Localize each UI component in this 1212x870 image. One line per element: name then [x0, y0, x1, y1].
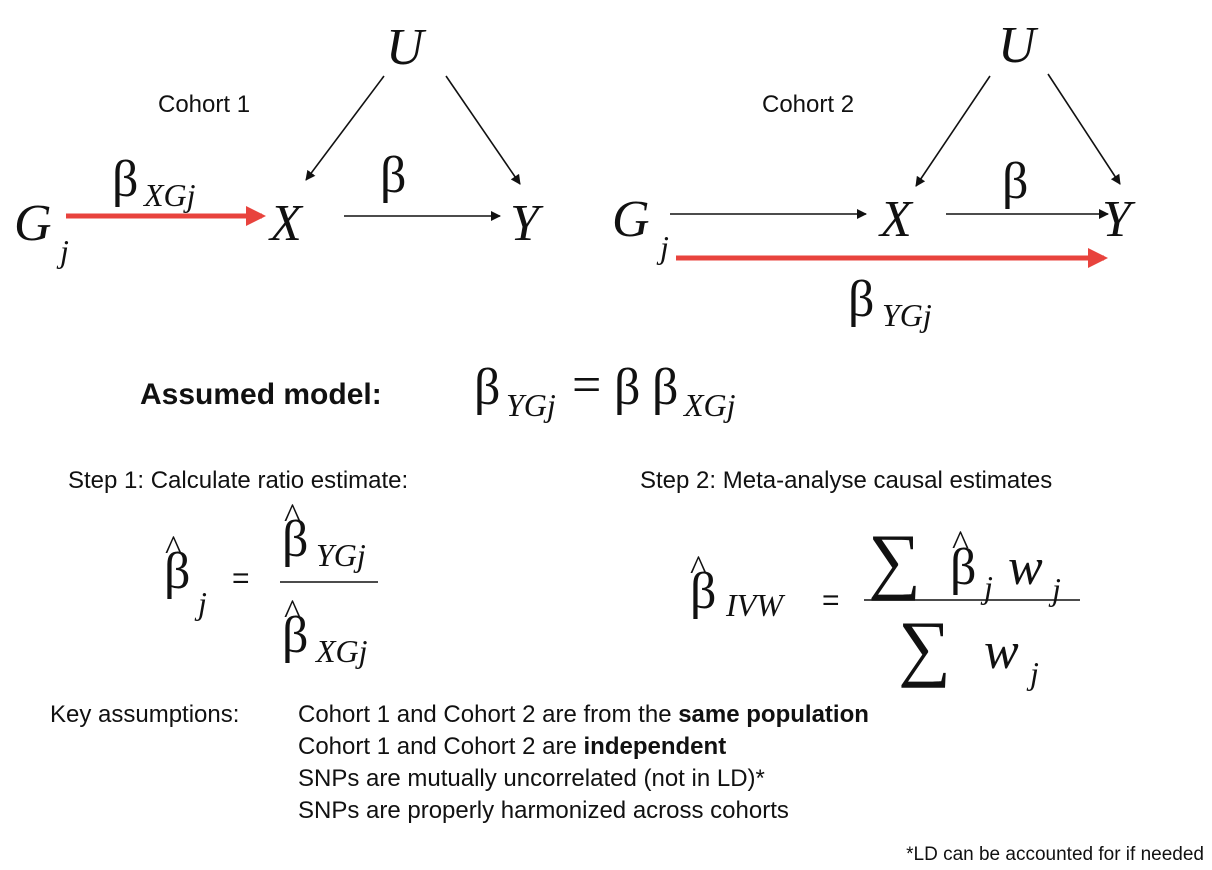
model-lhs-beta: β — [474, 359, 500, 416]
key-assumptions: Key assumptions: Cohort 1 and Cohort 2 a… — [50, 701, 1204, 865]
step2-den-w: w — [984, 623, 1019, 680]
cohort2-node-x: X — [878, 191, 914, 248]
step2-den-w-sub: j — [1026, 655, 1039, 691]
step2-equals: = — [822, 584, 840, 617]
cohort2-edge-u-y — [1047, 73, 1121, 185]
assumptions-label: Key assumptions: — [50, 701, 239, 728]
cohort2-node-u: U — [998, 17, 1039, 74]
model-equals: = — [572, 357, 601, 414]
assumption-item: SNPs are mutually uncorrelated (not in L… — [298, 765, 765, 792]
assumed-model-label: Assumed model: — [140, 378, 382, 411]
step1-lhs-beta: β — [164, 543, 190, 600]
cohort1-node-g-sub: j — [56, 233, 69, 269]
step2-den-sum: ∑ — [898, 607, 951, 689]
step1-lhs-hat: ^ — [165, 528, 182, 568]
cohort1-beta: β — [380, 147, 406, 204]
cohort1-label: Cohort 1 — [158, 91, 250, 118]
cohort1-node-u: U — [386, 19, 427, 76]
step2-num-beta-sub: j — [980, 569, 993, 605]
cohort2-label: Cohort 2 — [762, 91, 854, 118]
step2-section: Step 2: Meta-analyse causal estimates ^ … — [640, 467, 1080, 691]
cohort1-node-y: Y — [510, 195, 544, 252]
step1-equals: = — [232, 562, 250, 595]
cohort1-node-x: X — [268, 195, 304, 252]
assumption-item: SNPs are properly harmonized across coho… — [298, 797, 789, 824]
cohort1-beta-xg-sub: XGj — [142, 177, 196, 213]
model-rhs-beta-xg: β — [652, 359, 678, 416]
assumption-item: Cohort 1 and Cohort 2 are independent — [298, 733, 726, 760]
step2-lhs-hat: ^ — [690, 548, 707, 588]
step1-den-sub: XGj — [314, 633, 368, 669]
cohort1-node-g: G — [14, 195, 52, 252]
assumed-model: Assumed model: β YGj = β β XGj — [140, 357, 736, 423]
step2-num-beta: β — [950, 539, 976, 596]
cohort2-beta-yg: β — [848, 271, 874, 328]
step1-section: Step 1: Calculate ratio estimate: ^ β j … — [68, 467, 408, 669]
step1-lhs-sub: j — [194, 585, 207, 621]
footnote: *LD can be accounted for if needed — [906, 844, 1204, 865]
model-rhs-sub: XGj — [682, 387, 736, 423]
cohort2-beta: β — [1002, 153, 1028, 210]
step2-num-w-sub: j — [1048, 571, 1061, 607]
assumption-item: Cohort 1 and Cohort 2 are from the same … — [298, 701, 869, 728]
model-rhs-beta: β — [614, 359, 640, 416]
step1-num-sub: YGj — [316, 537, 366, 573]
step2-lhs-beta: β — [690, 563, 716, 620]
cohort1-edge-u-x — [305, 75, 385, 181]
cohort2-beta-yg-sub: YGj — [882, 297, 932, 333]
step2-lhs-sub: IVW — [725, 587, 786, 623]
step2-num-hat: ^ — [952, 523, 969, 563]
step2-title: Step 2: Meta-analyse causal estimates — [640, 467, 1052, 494]
cohort2-node-y: Y — [1102, 191, 1136, 248]
cohort2-graph: Cohort 2 U G j X Y β β YGj — [612, 17, 1136, 333]
cohort1-graph: Cohort 1 U G j X Y β XGj β — [14, 19, 544, 269]
step1-den-beta: β — [282, 607, 308, 664]
step2-num-w: w — [1008, 539, 1043, 596]
step1-num-beta: β — [282, 511, 308, 568]
step1-title: Step 1: Calculate ratio estimate: — [68, 467, 408, 494]
cohort2-edge-u-x — [915, 75, 991, 187]
step2-num-sum: ∑ — [868, 520, 921, 602]
step1-num-hat: ^ — [284, 496, 301, 536]
cohort1-beta-xg: β — [112, 151, 138, 208]
model-lhs-sub: YGj — [506, 387, 556, 423]
cohort2-node-g: G — [612, 191, 650, 248]
cohort2-node-g-sub: j — [656, 229, 669, 265]
cohort1-edge-u-y — [445, 75, 521, 185]
step1-den-hat: ^ — [284, 592, 301, 632]
